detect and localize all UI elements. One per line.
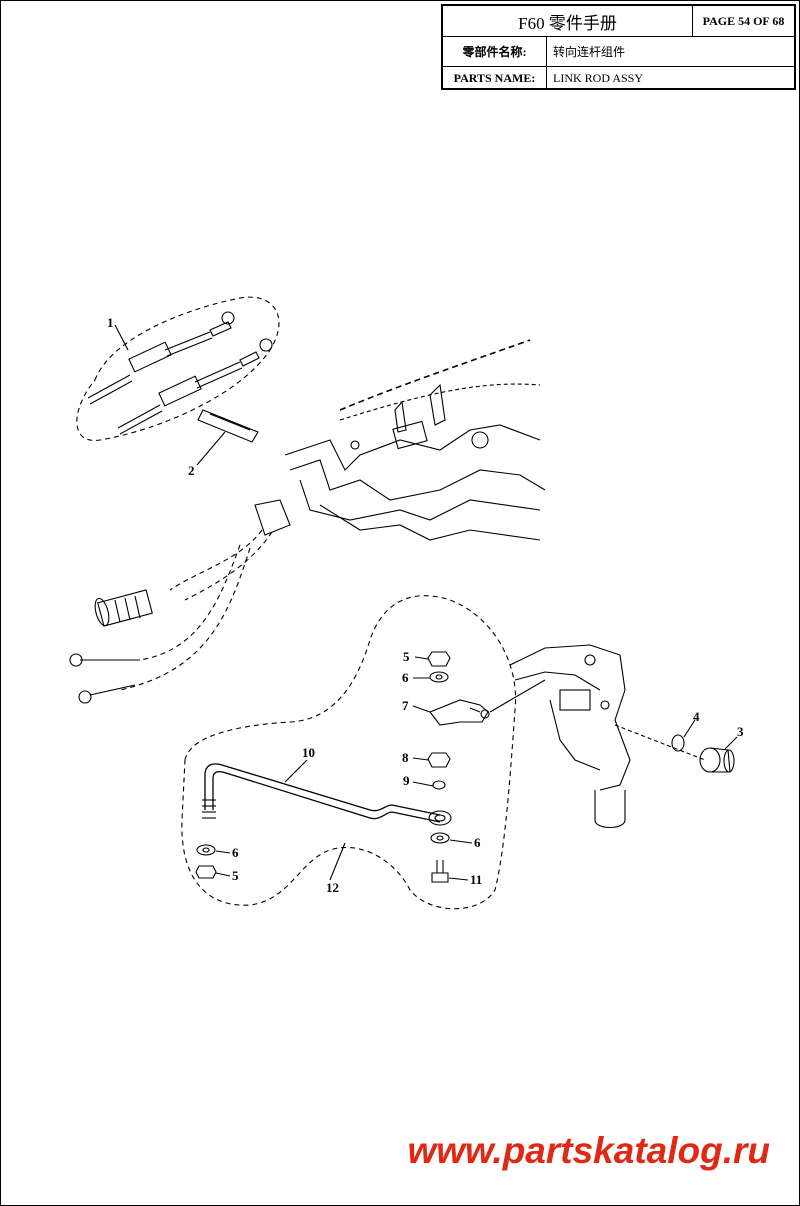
callout-8: 8 bbox=[402, 750, 409, 765]
watermark: www.partskatalog.ru bbox=[407, 1130, 770, 1171]
part-name-cn-row: 零部件名称: 转向连杆组件 bbox=[443, 36, 794, 67]
nut-5-top bbox=[427, 651, 451, 667]
callout-6-left: 6 bbox=[232, 845, 239, 860]
callout-6-lower: 6 bbox=[474, 835, 481, 850]
callout-2: 2 bbox=[188, 463, 195, 478]
part-name-en: LINK ROD ASSY bbox=[553, 70, 644, 85]
callout-7: 7 bbox=[402, 698, 409, 713]
rod-thread bbox=[202, 799, 216, 819]
callout-3: 3 bbox=[737, 724, 744, 739]
callout-1: 1 bbox=[107, 315, 114, 330]
swivel-bracket bbox=[489, 644, 631, 829]
title-row: F60 零件手册 PAGE 54 OF 68 bbox=[443, 6, 794, 37]
doc-title: F60 零件手册 bbox=[443, 6, 693, 36]
bolt-11 bbox=[431, 860, 449, 883]
page-info: PAGE 54 OF 68 bbox=[702, 13, 785, 28]
callout-9: 9 bbox=[403, 773, 410, 788]
wiring-harness bbox=[119, 499, 291, 691]
o-ring-4 bbox=[671, 734, 685, 752]
callout-12: 12 bbox=[326, 880, 339, 895]
nut-5-left bbox=[195, 865, 217, 879]
part-name-en-row: PARTS NAME: LINK ROD ASSY bbox=[443, 66, 794, 90]
cable-nut-upper bbox=[221, 311, 235, 325]
washer-6-top bbox=[429, 671, 449, 683]
link-bracket-7 bbox=[429, 699, 489, 726]
part-name-cn-label: 零部件名称: bbox=[443, 36, 547, 66]
part-name-en-label: PARTS NAME: bbox=[443, 66, 547, 90]
cable-nut-lower bbox=[259, 338, 273, 352]
nut-8 bbox=[427, 752, 451, 768]
group-outline-link-rod bbox=[181, 595, 517, 910]
title-block: F60 零件手册 PAGE 54 OF 68 零部件名称: 转向连杆组件 PAR… bbox=[441, 4, 796, 90]
callout-10: 10 bbox=[302, 745, 315, 760]
bushing-3 bbox=[699, 747, 735, 773]
part-name-cn: 转向连杆组件 bbox=[553, 44, 626, 59]
callout-5-top: 5 bbox=[403, 649, 410, 664]
callout-5-left: 5 bbox=[232, 868, 239, 883]
connector-plug bbox=[94, 589, 153, 627]
callout-4: 4 bbox=[693, 709, 700, 724]
washer-6-left bbox=[196, 844, 216, 856]
washer-6-lower bbox=[430, 832, 450, 844]
collar-9 bbox=[432, 780, 446, 790]
callout-6-top: 6 bbox=[402, 670, 409, 685]
control-cables bbox=[87, 321, 260, 435]
link-rod-eye bbox=[428, 810, 452, 826]
link-rod bbox=[204, 763, 441, 823]
callout-11: 11 bbox=[470, 872, 482, 887]
engine-bracket-assembly bbox=[284, 339, 546, 541]
cable-clip-plate bbox=[197, 409, 259, 443]
ring-terminals bbox=[69, 653, 140, 704]
